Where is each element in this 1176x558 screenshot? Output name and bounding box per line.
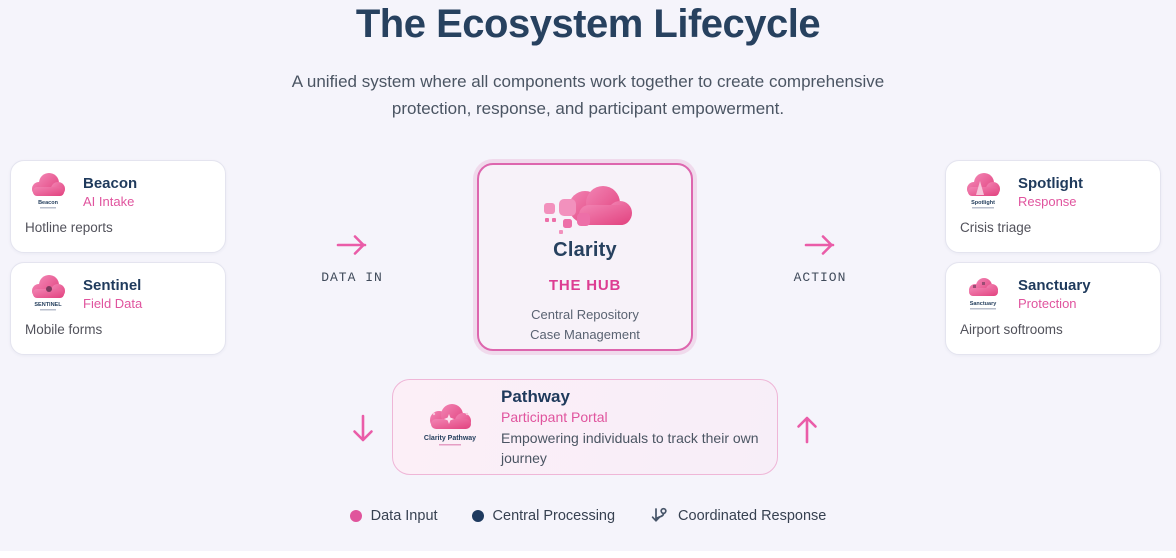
legend-item-coordinated-response: Coordinated Response — [649, 506, 826, 526]
spotlight-name: Spotlight — [1018, 174, 1083, 192]
hub-capabilities: Central Repository Case Management — [530, 305, 640, 345]
page-title: The Ecosystem Lifecycle — [355, 2, 821, 46]
pathway-logo-icon: Clarity Pathway — [424, 404, 476, 446]
arrow-up-icon — [797, 416, 817, 444]
beacon-role: AI Intake — [83, 193, 135, 209]
sanctuary-logo-icon: Sanctuary — [969, 278, 998, 310]
spotlight-description: Crisis triage — [960, 220, 1032, 235]
pathway-name: Pathway — [501, 387, 570, 406]
arrow-right-icon — [336, 235, 367, 255]
pathway-role: Participant Portal — [501, 409, 608, 425]
flow-action: ACTION — [778, 232, 862, 285]
arrow-right-icon — [804, 235, 835, 255]
legend-data-input-label: Data Input — [370, 508, 438, 524]
card-beacon: Beacon Beacon AI Intake Hotline reports — [10, 160, 226, 253]
card-pathway: Clarity Pathway Pathway Participant Port… — [392, 379, 778, 475]
action-label: ACTION — [793, 270, 847, 285]
data-in-label: DATA IN — [321, 270, 383, 285]
hub-line-case-management: Case Management — [530, 327, 640, 342]
svg-text:Spotlight: Spotlight — [971, 200, 995, 206]
sentinel-name: Sentinel — [83, 276, 142, 294]
card-sanctuary: Sanctuary Sanctuary Protection Airport s… — [945, 262, 1161, 355]
beacon-logo-icon: Beacon — [32, 173, 65, 209]
sentinel-role: Field Data — [83, 295, 143, 311]
sanctuary-name: Sanctuary — [1018, 276, 1091, 294]
pathway-text: Pathway Participant Portal Empowering in… — [501, 386, 759, 468]
card-spotlight: Spotlight Spotlight Response Crisis tria… — [945, 160, 1161, 253]
spotlight-role: Response — [1018, 193, 1077, 209]
page-subtitle: A unified system where all components wo… — [291, 72, 885, 118]
sanctuary-description: Airport softrooms — [960, 322, 1063, 337]
beacon-name: Beacon — [83, 174, 138, 192]
card-sanctuary-header: Sanctuary Sanctuary Protection — [960, 273, 1146, 315]
hub-logo-text: Clarity — [553, 239, 617, 261]
svg-text:Sanctuary: Sanctuary — [970, 301, 998, 307]
legend-item-data-input: Data Input — [349, 508, 438, 524]
legend-central-processing-label: Central Processing — [492, 508, 616, 524]
card-beacon-header: Beacon Beacon AI Intake — [25, 171, 211, 213]
legend: Data Input Central Processing Coordinate… — [0, 506, 1176, 526]
card-sentinel: SENTINEL Sentinel Field Data Mobile form… — [10, 262, 226, 355]
spotlight-logo-icon: Spotlight — [967, 173, 1000, 209]
clarity-cloud-logo-icon — [544, 186, 632, 234]
svg-text:SENTINEL: SENTINEL — [34, 302, 62, 308]
svg-text:Clarity Pathway: Clarity Pathway — [424, 435, 476, 442]
pathway-description: Empowering individuals to track their ow… — [501, 430, 759, 466]
pink-dot-icon — [349, 510, 362, 522]
card-sentinel-header: SENTINEL Sentinel Field Data — [25, 273, 211, 315]
card-spotlight-header: Spotlight Spotlight Response — [960, 171, 1146, 213]
svg-text:Beacon: Beacon — [38, 200, 59, 206]
legend-coordinated-response-label: Coordinated Response — [678, 508, 827, 524]
card-hub-clarity: Clarity THE HUB Central Repository Case … — [477, 163, 693, 351]
legend-item-central-processing: Central Processing — [471, 508, 616, 524]
arrow-down-icon — [353, 414, 373, 442]
hub-label: THE HUB — [548, 277, 622, 294]
sentinel-description: Mobile forms — [25, 322, 103, 337]
bottom-divider — [0, 551, 1176, 558]
hub-line-central-repository: Central Repository — [531, 307, 639, 322]
navy-dot-icon — [471, 510, 484, 522]
beacon-description: Hotline reports — [25, 220, 113, 235]
branch-icon — [651, 507, 667, 522]
sentinel-logo-icon: SENTINEL — [32, 275, 65, 311]
flow-data-in: DATA IN — [310, 232, 394, 285]
sanctuary-role: Protection — [1018, 295, 1077, 311]
